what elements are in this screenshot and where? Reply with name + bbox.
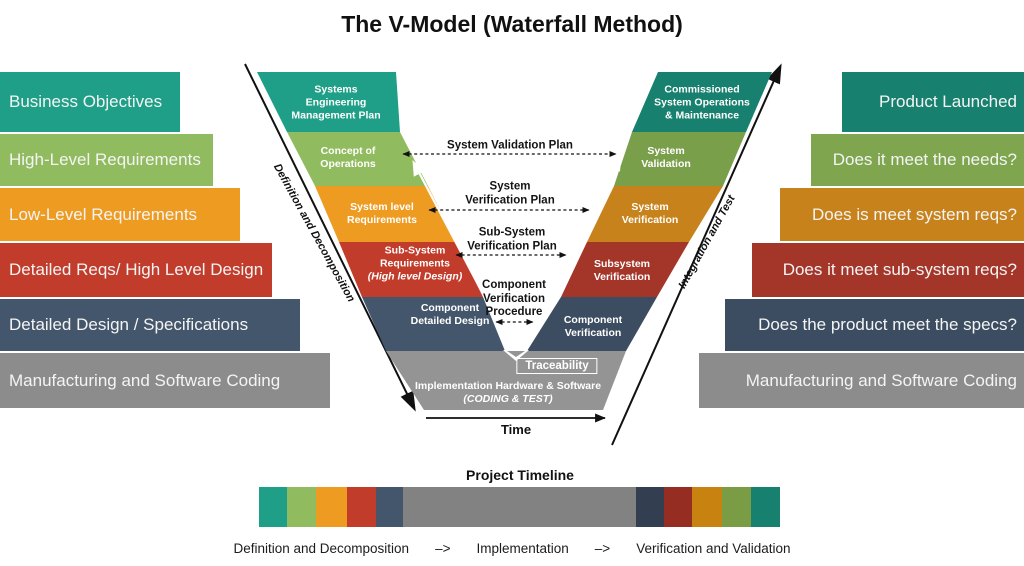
timeline-segment-3 <box>347 487 376 527</box>
project-timeline-bar <box>259 487 780 527</box>
v-step-left-1 <box>287 132 428 186</box>
v-step-right-label-1: System Validation <box>641 145 691 171</box>
legend-verification: Verification and Validation <box>636 541 791 556</box>
timeline-segment-2 <box>316 487 347 527</box>
step-label-text: Sub-System Requirements <box>379 244 451 270</box>
step-label-text: System level Requirements <box>346 201 418 226</box>
page-title: The V-Model (Waterfall Method) <box>341 11 683 37</box>
timeline-legend: Definition and Decomposition –> Implemen… <box>0 541 1024 556</box>
v-step-left-label-3: Sub-System Requirements(High level Desig… <box>368 245 463 284</box>
v-step-right-0 <box>632 72 772 132</box>
plan-label-3: Component Verification Procedure <box>482 278 546 318</box>
timeline-segment-0 <box>259 487 287 527</box>
right-stair-0: Product Launched <box>842 72 1024 132</box>
step-label-text: System Validation <box>641 145 691 170</box>
right-stair-label: Does is meet system reqs? <box>811 204 1017 224</box>
right-stair-1: Does it meet the needs? <box>811 134 1024 186</box>
step-label-text: Implementation Hardware & Software <box>414 380 602 392</box>
timeline-segment-9 <box>722 487 751 527</box>
right-stair-label: Does it meet the needs? <box>832 150 1017 169</box>
legend-implementation: Implementation <box>476 541 569 556</box>
timeline-segment-5 <box>403 487 636 527</box>
timeline-segment-1 <box>287 487 316 527</box>
v-step-right-4 <box>527 297 657 351</box>
v-step-right-1 <box>614 132 746 186</box>
timeline-segment-8 <box>692 487 722 527</box>
step-label-subtext: (CODING & TEST) <box>463 393 553 405</box>
step-label-text: Commissioned System Operations & Mainten… <box>654 83 750 122</box>
left-stair-2: Low-Level Requirements <box>0 188 240 241</box>
right-inner-white-arrow <box>514 155 622 350</box>
right-stair-2: Does is meet system reqs? <box>780 188 1024 241</box>
traceability-badge: Traceability <box>516 358 598 374</box>
right-stair-label: Does the product meet the specs? <box>758 315 1017 334</box>
step-label-text: Concept of Operations <box>320 145 376 170</box>
v-step-left-2 <box>315 186 456 242</box>
right-stair-5: Manufacturing and Software Coding <box>699 353 1024 408</box>
left-stair-0: Business Objectives <box>0 72 180 132</box>
legend-arrow-2: –> <box>594 541 611 556</box>
project-timeline-title: Project Timeline <box>466 467 574 483</box>
right-stair-label: Does it meet sub-system reqs? <box>782 260 1017 279</box>
left-stair-3: Detailed Reqs/ High Level Design <box>0 243 272 297</box>
timeline-segment-7 <box>664 487 692 527</box>
right-stair-3: Does it meet sub-system reqs? <box>752 243 1024 297</box>
step-label-text: Subsystem Verification <box>593 258 651 283</box>
left-stair-label: Detailed Reqs/ High Level Design <box>9 260 264 279</box>
left-stair-label: Low-Level Requirements <box>9 204 198 224</box>
left-stair-label: Business Objectives <box>9 92 163 111</box>
step-label-text: System Verification <box>621 201 679 226</box>
v-step-left-label-2: System level Requirements <box>347 201 417 227</box>
definition-axis-arrow <box>244 63 416 412</box>
left-stair-4: Detailed Design / Specifications <box>0 299 300 351</box>
v-step-left-label-0: Systems Engineering Management Plan <box>291 84 380 123</box>
v-step-left-3 <box>339 242 483 297</box>
v-step-left-label-1: Concept of Operations <box>320 145 375 171</box>
left-stair-label: Detailed Design / Specifications <box>9 315 249 334</box>
timeline-segment-4 <box>376 487 403 527</box>
v-step-right-label-4: Component Verification <box>564 314 622 340</box>
left-stair-5: Manufacturing and Software Coding <box>0 353 330 408</box>
legend-definition: Definition and Decomposition <box>233 541 410 556</box>
step-label-text: Component Verification <box>563 314 623 339</box>
timeline-segment-10 <box>751 487 780 527</box>
integration-axis-arrow <box>611 63 782 446</box>
v-step-right-3 <box>561 242 689 297</box>
left-stair-label: Manufacturing and Software Coding <box>9 370 281 390</box>
plan-label-2: Sub-System Verification Plan <box>467 226 557 253</box>
left-stair-1: High-Level Requirements <box>0 134 213 186</box>
time-label: Time <box>500 422 532 437</box>
step-label-text: Component Detailed Design <box>410 302 490 327</box>
v-step-right-2 <box>587 186 723 242</box>
right-stair-label: Product Launched <box>879 92 1017 111</box>
plan-label-1: System Verification Plan <box>465 180 555 207</box>
legend-arrow-1: –> <box>435 541 451 556</box>
step-label-subtext: (High level Design) <box>367 270 463 283</box>
right-stair-4: Does the product meet the specs? <box>725 299 1024 351</box>
v-step-left-label-4: Component Detailed Design <box>411 302 490 328</box>
v-step-right-label-0: Commissioned System Operations & Mainten… <box>654 84 750 123</box>
v-notch <box>507 351 525 357</box>
v-step-left-4 <box>362 297 505 351</box>
v-step-right-label-2: System Verification <box>622 201 679 227</box>
v-base-implementation <box>386 351 626 410</box>
timeline-segment-6 <box>636 487 664 527</box>
v-base-label: Implementation Hardware & Software(CODIN… <box>415 380 601 406</box>
step-label-text: Systems Engineering Management Plan <box>291 83 381 122</box>
v-step-right-label-3: Subsystem Verification <box>594 258 651 284</box>
right-stair-label: Manufacturing and Software Coding <box>745 370 1017 390</box>
left-stair-label: High-Level Requirements <box>9 150 201 169</box>
v-step-left-0 <box>257 72 400 132</box>
plan-label-0: System Validation Plan <box>447 139 573 152</box>
